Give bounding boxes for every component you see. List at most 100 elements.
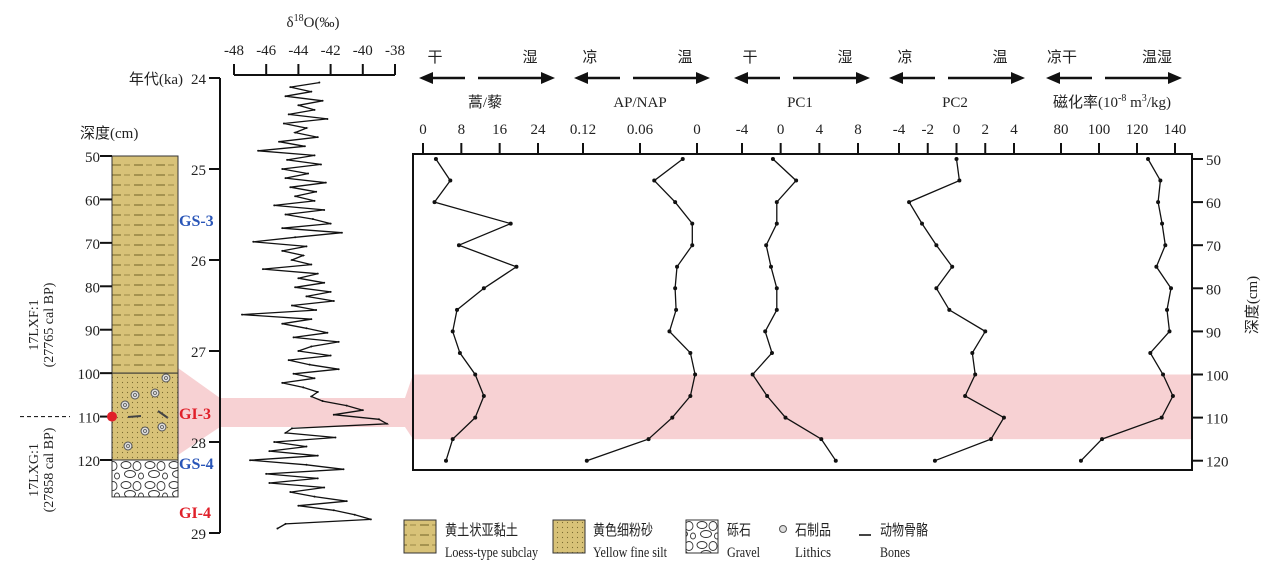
d18o-point [319, 163, 322, 166]
panel-data-point [983, 329, 988, 334]
lithic-icon [130, 390, 140, 400]
age-axis-label: 年代(ka) [129, 71, 183, 88]
d18o-point [332, 299, 335, 302]
panel-tick-label: 0 [953, 122, 961, 138]
panel-data-point [769, 350, 774, 355]
event-label-gs-4: GS-4 [179, 456, 214, 473]
panel-data-point [646, 437, 651, 442]
panel-tick-label: 8 [458, 122, 466, 138]
gravel-swatch-icon [685, 519, 719, 554]
panel-data-point [934, 286, 939, 291]
arrow-right-head-icon [1011, 72, 1025, 84]
panel-name-part: m [1126, 95, 1142, 111]
panel-name: 蒿/藜 [468, 94, 502, 111]
arrow-left-head-icon [889, 72, 903, 84]
panel-data-point [456, 243, 461, 248]
d18o-point [316, 136, 319, 139]
d18o-point [332, 509, 335, 512]
panel-name: PC1 [787, 95, 813, 111]
panel-data-point [688, 350, 693, 355]
d18o-point [329, 290, 332, 293]
highlight-connector [178, 368, 413, 455]
depth-tick-label: 70 [85, 237, 100, 253]
panel-data-point [1078, 458, 1083, 463]
panel-data-point [763, 329, 768, 334]
sample-marker [107, 411, 117, 422]
d18o-point [249, 459, 252, 462]
depth-tick-label: 60 [85, 193, 100, 209]
depth-tick-label: 80 [85, 280, 100, 296]
panel-tick-label: -4 [736, 122, 749, 138]
panel-data-point [963, 394, 968, 399]
d18o-point [311, 218, 314, 221]
panel-data-point [970, 350, 975, 355]
panel-data-point [584, 458, 589, 463]
lithic-icon [123, 441, 133, 451]
silt-swatch-icon [552, 519, 586, 554]
panel-tick-label: 16 [492, 122, 508, 138]
panel-name-part: /kg) [1147, 95, 1171, 111]
direction-right-label: 温湿 [1142, 49, 1172, 66]
d18o-point [323, 281, 326, 284]
depth-tick-label: 50 [85, 150, 100, 166]
d18o-point [337, 340, 340, 343]
legend-label-en: Yellow fine silt [593, 545, 668, 561]
right-depth-tick-label: 80 [1206, 282, 1221, 298]
direction-left-label: 凉干 [1047, 49, 1077, 66]
panel-data-point [450, 437, 455, 442]
sample-id: 17LXG:1 [27, 443, 42, 497]
age-tick-label: 29 [191, 527, 206, 543]
d18o-point [310, 318, 313, 321]
legend-label-zh: 石制品 [795, 522, 831, 539]
panel-data-point [473, 372, 478, 377]
d18o-point [290, 259, 293, 261]
d18o-point [316, 272, 319, 275]
panel-data-point [920, 221, 924, 226]
d18o-point [337, 368, 340, 371]
age-tick-label: 28 [191, 436, 206, 452]
lithic-core [126, 444, 130, 448]
arrow-left-head-icon [574, 72, 588, 84]
panel-data-point [765, 394, 770, 399]
d18o-point [302, 254, 305, 257]
arrow-right-head-icon [696, 72, 710, 84]
right-depth-tick-label: 110 [1206, 412, 1228, 428]
d18o-point [284, 522, 287, 525]
d18o-point [297, 504, 300, 507]
panel-data-point [1159, 415, 1164, 420]
d18o-tick-label: -48 [224, 43, 244, 59]
panel-data-point [774, 307, 779, 312]
d18o-point [289, 491, 292, 494]
panel-tick-label: 0 [693, 122, 701, 138]
d18o-point [305, 295, 308, 298]
panel-data-point [1100, 437, 1105, 442]
age-tick-label: 26 [191, 254, 207, 270]
panel-data-point [764, 243, 769, 248]
panel-data-point [1148, 350, 1153, 355]
d18o-point [284, 177, 287, 180]
right-depth-tick-label: 90 [1206, 325, 1221, 341]
panel-data-point [508, 221, 513, 226]
panel-name-part: PC1 [787, 95, 813, 111]
d18o-point [290, 304, 293, 307]
panel-data-point [481, 394, 486, 399]
panel-data-point [1001, 415, 1006, 420]
panel-data-point [433, 157, 438, 161]
panel-name-part: -8 [1118, 93, 1126, 104]
d18o-point [273, 441, 276, 443]
d18o-point [342, 468, 345, 471]
layer-silt [111, 372, 179, 461]
d18o-point [292, 372, 295, 375]
d18o-point [334, 436, 337, 439]
sample-date: (27765 cal BP) [42, 282, 57, 367]
panel-data-point [688, 394, 693, 399]
panel-data-point [455, 307, 460, 312]
d18o-point [294, 131, 297, 134]
panel-data-point [1158, 178, 1163, 183]
panel-data-point [1154, 264, 1159, 269]
age-tick-label: 27 [191, 345, 207, 361]
lithic-outline [161, 373, 171, 383]
direction-right-label: 湿 [837, 49, 852, 66]
